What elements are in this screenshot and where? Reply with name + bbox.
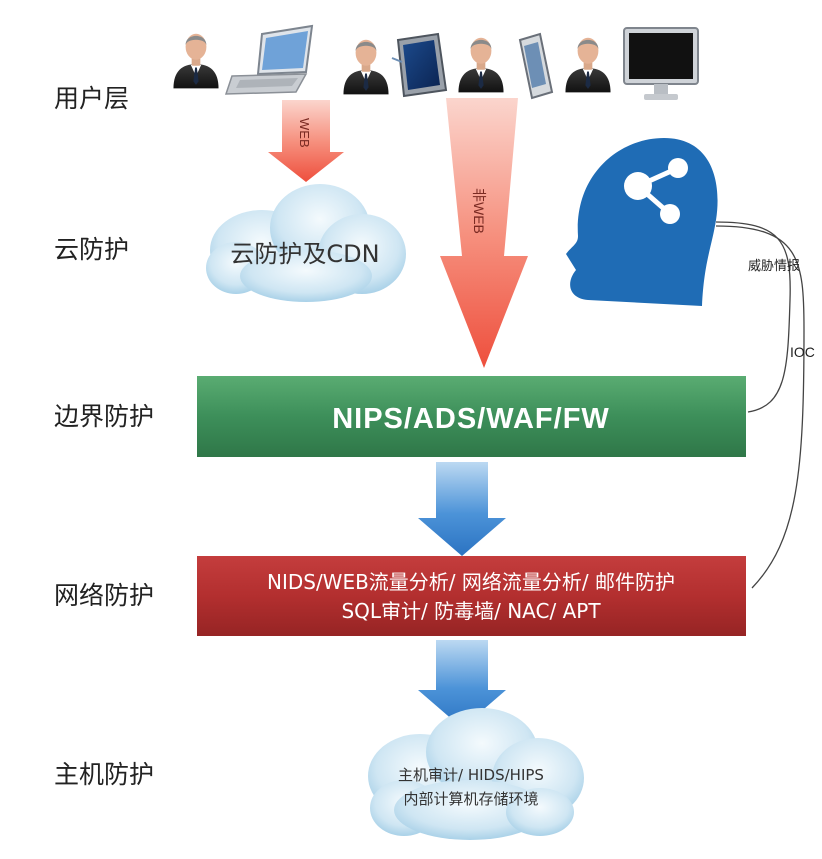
phone-icon <box>518 32 554 100</box>
threat-intel-head-icon <box>566 138 718 306</box>
layer-label-user: 用户层 <box>54 84 129 113</box>
tablet-icon <box>391 32 448 98</box>
host-cloud: 主机审计/ HIDS/HIPS 内部计算机存储环境 <box>368 708 584 840</box>
user-3 <box>458 37 504 93</box>
web-arrow-label: WEB <box>297 118 312 148</box>
border-protection-bar: NIPS/ADS/WAF/FW <box>197 376 746 457</box>
layer-label-border: 边界防护 <box>54 402 154 431</box>
intel-connector-network <box>715 225 805 589</box>
layer-label-cloud: 云防护 <box>54 235 129 264</box>
cdn-cloud: 云防护及CDN <box>206 184 406 302</box>
layer-label-network: 网络防护 <box>54 581 154 610</box>
intel-connector-border <box>715 221 791 413</box>
down-arrow-1 <box>418 462 506 556</box>
user-2 <box>343 39 389 95</box>
ioc-label: IOC <box>790 344 815 360</box>
host-cloud-line2: 内部计算机存储环境 <box>403 790 538 808</box>
web-arrow: WEB <box>268 100 344 182</box>
down-arrow-2 <box>418 640 506 728</box>
user-4 <box>565 37 611 93</box>
network-protection-line1: NIDS/WEB流量分析/ 网络流量分析/ 邮件防护 <box>267 570 675 594</box>
border-protection-text: NIPS/ADS/WAF/FW <box>332 403 610 435</box>
threat-intel-label: 威胁情报 <box>748 259 800 274</box>
layer-label-host: 主机防护 <box>54 760 154 789</box>
network-protection-line2: SQL审计/ 防毒墙/ NAC/ APT <box>341 599 601 623</box>
network-protection-bar: NIDS/WEB流量分析/ 网络流量分析/ 邮件防护 SQL审计/ 防毒墙/ N… <box>197 556 746 636</box>
user-1 <box>173 33 219 89</box>
desktop-monitor-icon <box>623 27 699 100</box>
host-cloud-line1: 主机审计/ HIDS/HIPS <box>398 766 544 784</box>
cdn-cloud-text: 云防护及CDN <box>230 240 379 268</box>
non-web-arrow-label: 非WEB <box>471 188 487 234</box>
non-web-arrow: 非WEB <box>440 98 528 368</box>
laptop-icon <box>224 24 314 95</box>
